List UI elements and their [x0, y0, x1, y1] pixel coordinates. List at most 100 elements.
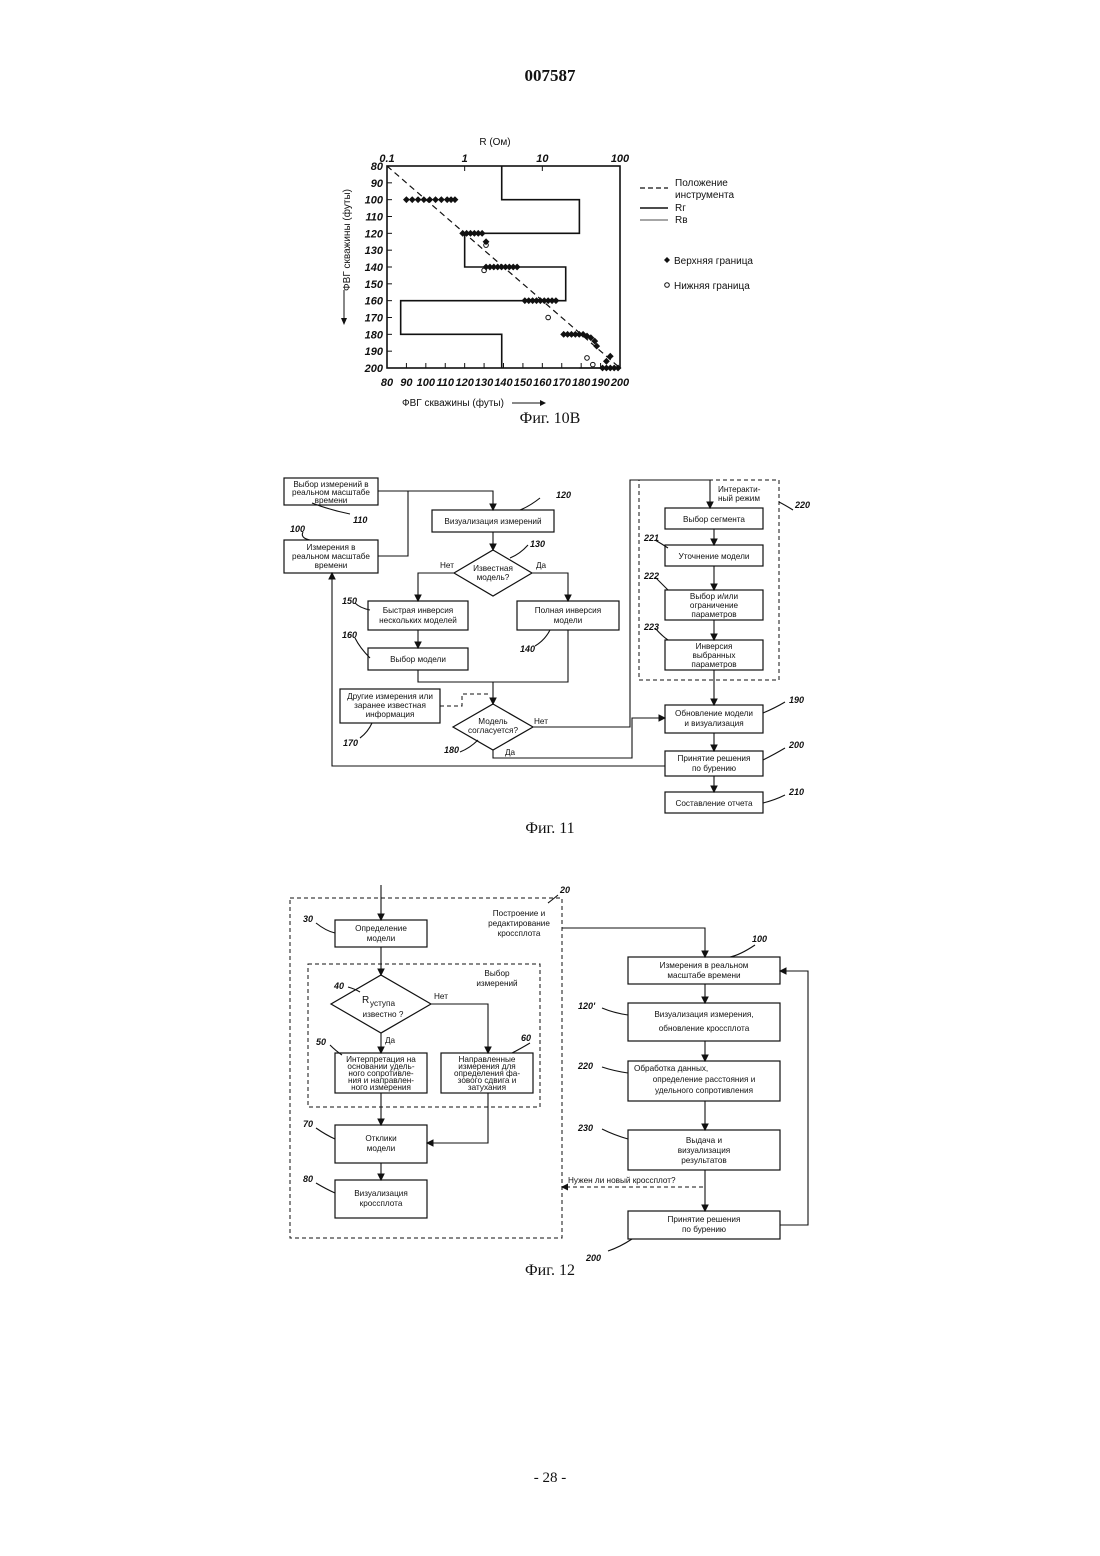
box-110-line3: времени	[315, 496, 348, 505]
x-bottom-tick-label: 100	[417, 377, 436, 389]
legend-label-rv: Rв	[675, 215, 688, 226]
upper-boundary-point	[514, 264, 520, 270]
question-new-crossplot: Нужен ли новый кроссплот?	[568, 1176, 676, 1185]
x-top-tick-label: 0.1	[379, 153, 394, 165]
page-footer: - 28 -	[0, 1470, 1100, 1487]
box-230-line2: визуализация	[678, 1146, 731, 1155]
ref-180: 180	[444, 745, 459, 755]
fig11-caption: Фиг. 11	[0, 820, 1100, 838]
chart-legend: ПоложениеинструментаRгRвВерхняя границаН…	[640, 178, 753, 292]
inner-title-line1: Выбор	[484, 969, 510, 978]
ref-100: 100	[752, 934, 767, 944]
legend-label-rg: Rг	[675, 203, 686, 214]
box-100-line2: реальном масштабе	[292, 552, 370, 561]
ref-223: 223	[643, 622, 659, 632]
inner-title-line2: измерений	[476, 979, 517, 988]
upper-boundary-point	[433, 197, 439, 203]
box-220-title-line2: ный режим	[718, 494, 760, 503]
legend-label-upper: Верхняя граница	[674, 256, 753, 267]
x-bottom-tick-label: 140	[494, 377, 513, 389]
y-tick-label: 200	[364, 363, 384, 375]
y-tick-label: 130	[365, 245, 384, 257]
box-120-line1: Визуализация измерений	[444, 517, 541, 526]
x-bottom-tick-label: 170	[553, 377, 572, 389]
box-160-line1: Выбор модели	[390, 655, 446, 664]
upper-boundary-point	[421, 197, 427, 203]
fig10b-chart: 8090100110120130140150160170180190200809…	[0, 0, 1100, 420]
legend-label-tool-2: инструмента	[675, 190, 734, 201]
x-bottom-tick-label: 130	[475, 377, 494, 389]
diamond-130-line1: Известная	[473, 564, 513, 573]
box-30-line1: Определение	[355, 924, 407, 933]
x-top-tick-label: 10	[536, 153, 549, 165]
box-220-title-line1: Интеракти-	[718, 485, 761, 494]
ref-200: 200	[788, 740, 804, 750]
label-no-40: Нет	[434, 992, 448, 1001]
box-70-line1: Отклики	[365, 1134, 396, 1143]
ref-40: 40	[333, 981, 344, 991]
ref-80: 80	[303, 1174, 313, 1184]
ref-120: 120'	[578, 1001, 596, 1011]
lower-boundary-point	[591, 362, 596, 367]
box-200-line1: Принятие решения	[678, 754, 751, 763]
y-tick-label: 150	[365, 279, 384, 291]
fig12-flowchart: Построение и редактирование кроссплота О…	[0, 875, 1100, 1265]
ref-70: 70	[303, 1119, 313, 1129]
ref-60: 60	[521, 1033, 531, 1043]
box-segment-line1: Выбор сегмента	[683, 515, 745, 524]
box-140-line1: Полная инверсия	[535, 606, 601, 615]
box-200-line2: по бурению	[682, 1225, 726, 1234]
box-150-line1: Быстрая инверсия	[383, 606, 453, 615]
x-bottom-axis-label: ФВГ скважины (футы)	[402, 397, 504, 409]
lower-boundary-point	[482, 268, 487, 273]
fig11-flowchart: Выбор измерений в реальном масштабе врем…	[0, 470, 1100, 830]
box-50-line5: ного измерения	[351, 1083, 411, 1092]
box-222-line1: Выбор и/или	[690, 592, 738, 601]
x-bottom-tick-label: 190	[591, 377, 610, 389]
ref-30: 30	[303, 914, 313, 924]
box-220-line2: определение расстояния и	[653, 1075, 756, 1084]
box-140-line2: модели	[554, 616, 582, 625]
box-200-line1: Принятие решения	[668, 1215, 741, 1224]
ref-50: 50	[316, 1037, 326, 1047]
box-60-line5: затухания	[468, 1083, 506, 1092]
diamond-130-line2: модель?	[477, 573, 510, 582]
diamond-180-line1: Модель	[478, 717, 507, 726]
label-no-180: Нет	[534, 717, 548, 726]
x-top-tick-label: 100	[611, 153, 630, 165]
y-tick-label: 170	[365, 313, 384, 325]
box-230-line1: Выдача и	[686, 1136, 722, 1145]
box-230-line3: результатов	[681, 1156, 727, 1165]
box-20-title-line1: Построение и	[493, 909, 545, 918]
y-tick-label: 120	[365, 228, 384, 240]
box-170-line1: Другие измерения или	[347, 692, 433, 701]
y-axis-label: ФВГ скважины (футы)	[341, 189, 353, 291]
box-223-line2: выбранных	[692, 651, 735, 660]
x-bottom-axis-arrowhead	[540, 400, 546, 406]
box-100-line2: масштабе времени	[667, 971, 740, 980]
box-170-line2: заранее известная	[354, 701, 426, 710]
box-190-line1: Обновление модели	[675, 709, 753, 718]
x-bottom-tick-label: 200	[610, 377, 630, 389]
y-axis-arrowhead	[341, 318, 347, 325]
legend-label-tool: Положение	[675, 178, 728, 189]
ref-160: 160	[342, 630, 357, 640]
box-220-line3: удельного сопротивления	[655, 1086, 753, 1095]
box-223-line1: Инверсия	[696, 642, 733, 651]
ref-130: 130	[530, 539, 545, 549]
upper-boundary-point	[403, 197, 409, 203]
box-20-title-line3: кроссплота	[498, 929, 541, 938]
x-bottom-tick-label: 150	[514, 377, 533, 389]
box-150-line2: нескольких моделей	[379, 616, 457, 625]
y-tick-label: 180	[365, 329, 384, 341]
box-80-line1: Визуализация	[354, 1189, 408, 1198]
x-bottom-tick-label: 180	[572, 377, 591, 389]
fig12-caption: Фиг. 12	[0, 1262, 1100, 1280]
box-80-line2: кроссплота	[360, 1199, 403, 1208]
upper-boundary-point	[452, 197, 458, 203]
box-100-line1: Измерения в	[306, 543, 355, 552]
legend-swatch-upper	[664, 257, 670, 263]
box-210-line1: Составление отчета	[675, 799, 753, 808]
diamond-40-line2: уступа	[370, 999, 395, 1008]
diamond-180-line2: согласуется?	[468, 726, 518, 735]
